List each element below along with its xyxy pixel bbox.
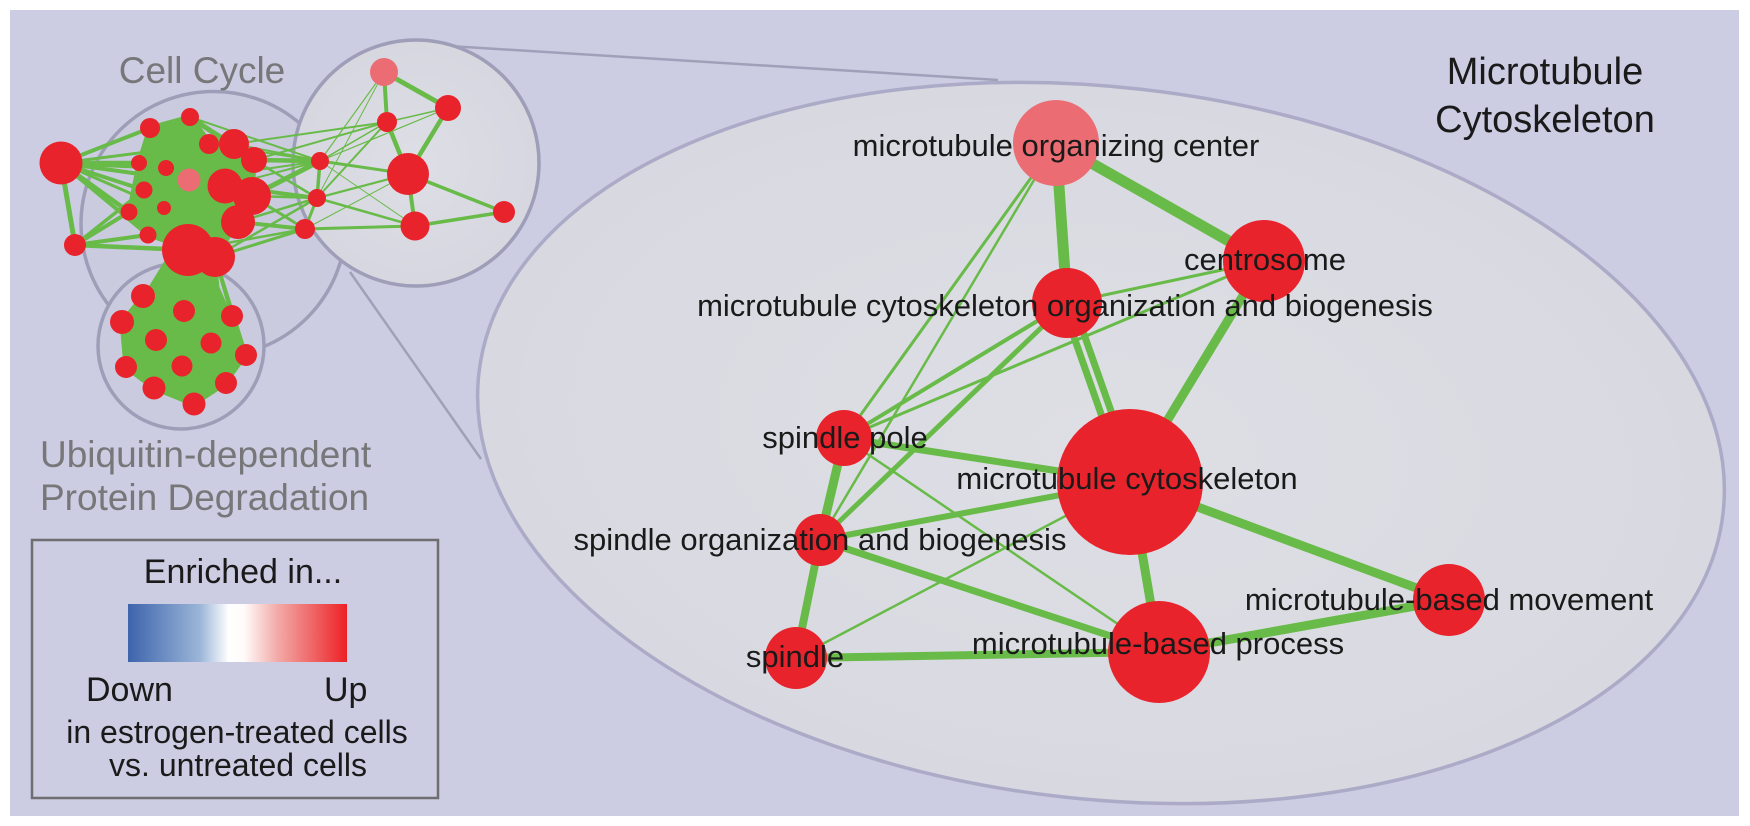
- svg-text:Enriched in...: Enriched in...: [144, 553, 342, 591]
- svg-text:spindle organization and bioge: spindle organization and biogenesis: [574, 522, 1067, 557]
- svg-text:microtubule-based process: microtubule-based process: [972, 626, 1344, 661]
- svg-text:spindle: spindle: [746, 639, 844, 674]
- svg-text:microtubule cytoskeleton organ: microtubule cytoskeleton organization an…: [697, 288, 1433, 323]
- svg-text:Down: Down: [86, 671, 173, 709]
- svg-text:Ubiquitin-dependent: Ubiquitin-dependent: [40, 434, 372, 475]
- svg-text:microtubule organizing center: microtubule organizing center: [853, 128, 1260, 163]
- svg-text:Up: Up: [324, 671, 367, 709]
- svg-text:Microtubule: Microtubule: [1447, 51, 1643, 93]
- svg-text:vs. untreated cells: vs. untreated cells: [109, 747, 367, 783]
- svg-text:microtubule cytoskeleton: microtubule cytoskeleton: [956, 461, 1297, 496]
- svg-text:spindle pole: spindle pole: [762, 420, 927, 455]
- svg-text:microtubule-based movement: microtubule-based movement: [1245, 582, 1654, 617]
- svg-text:centrosome: centrosome: [1184, 242, 1346, 277]
- svg-text:Cell Cycle: Cell Cycle: [119, 50, 286, 91]
- svg-text:Cytoskeleton: Cytoskeleton: [1435, 99, 1655, 141]
- svg-text:in estrogen-treated cells: in estrogen-treated cells: [66, 714, 408, 750]
- svg-text:Protein Degradation: Protein Degradation: [40, 477, 369, 518]
